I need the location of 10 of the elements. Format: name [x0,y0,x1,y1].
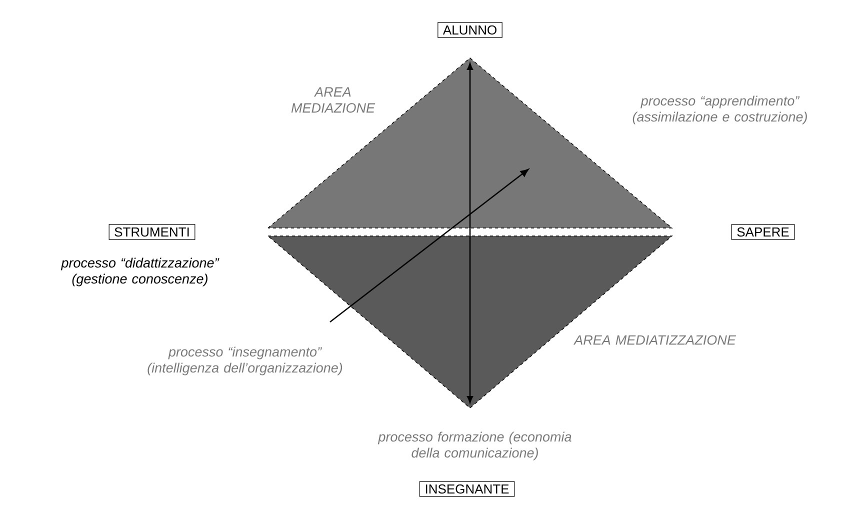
label-box: SAPERE [731,224,795,240]
italic-label: AREA MEDIAZIONE [291,87,376,113]
italic-label: processo formazione (economia della comunicazione) [378,432,572,460]
italic-label: processo “apprendimento” (assimilazione e costruzione) [632,96,807,124]
label-box: INSEGNANTE [419,481,515,497]
italic-label: AREA MEDIATIZZAZIONE [573,335,736,345]
italic-label: processo “insegnamento” (intelligenza dell’organizzazione) [148,346,342,376]
italic-label: processo “didattizzazione” (gestione conoscenze) [60,258,220,286]
label-box: STRUMENTI [108,224,196,240]
label-box: ALUNNO [438,22,502,38]
